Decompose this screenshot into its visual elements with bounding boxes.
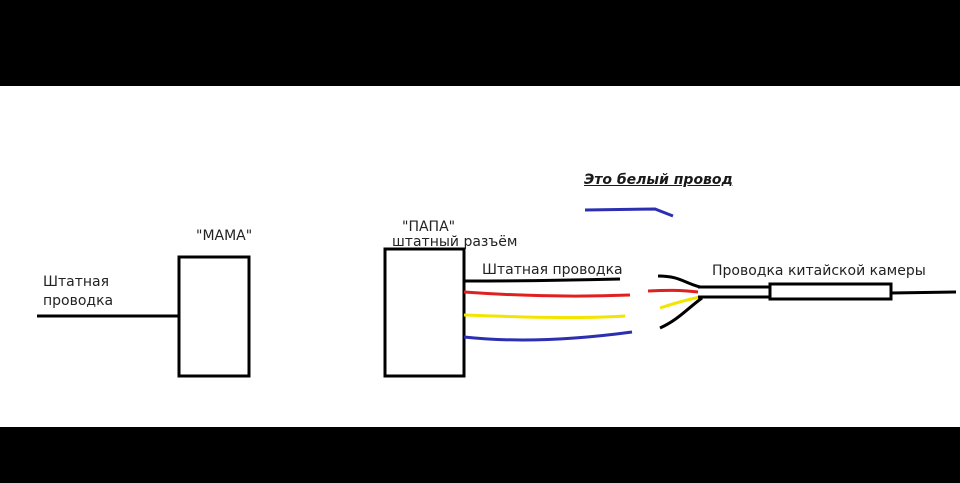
stock-wiring-left-label-line1: Штатная [43,274,110,290]
stock-wiring-left-label-line2: проводка [43,293,114,309]
drawing-canvas [0,86,960,427]
mama-connector-box [177,255,251,378]
camera-wire-black [657,274,701,289]
white-wire-note: Это белый провод [584,172,733,188]
camera-wire-red [647,288,699,294]
camera-wiring-label: Проводка китайской камеры [712,263,926,279]
stock-wiring-right-label: Штатная проводка [482,262,623,278]
camera-cable-module [768,282,893,301]
papa-connector-box [383,247,466,378]
papa-label: "ПАПА" [402,219,456,235]
top-black-band [0,0,960,86]
wire-red [463,290,631,298]
camera-cable-tail [890,290,957,295]
wire-black [463,277,621,283]
wire-blue [463,330,633,342]
bottom-black-band [0,427,960,483]
camera-wire-yellow [659,295,701,310]
white-wire-sample-line [584,207,674,218]
stock-connector-label: штатный разъём [392,234,518,250]
wire-yellow [463,313,626,320]
camera-wire-extra [659,296,703,330]
mama-label: "МАМА" [196,228,253,244]
